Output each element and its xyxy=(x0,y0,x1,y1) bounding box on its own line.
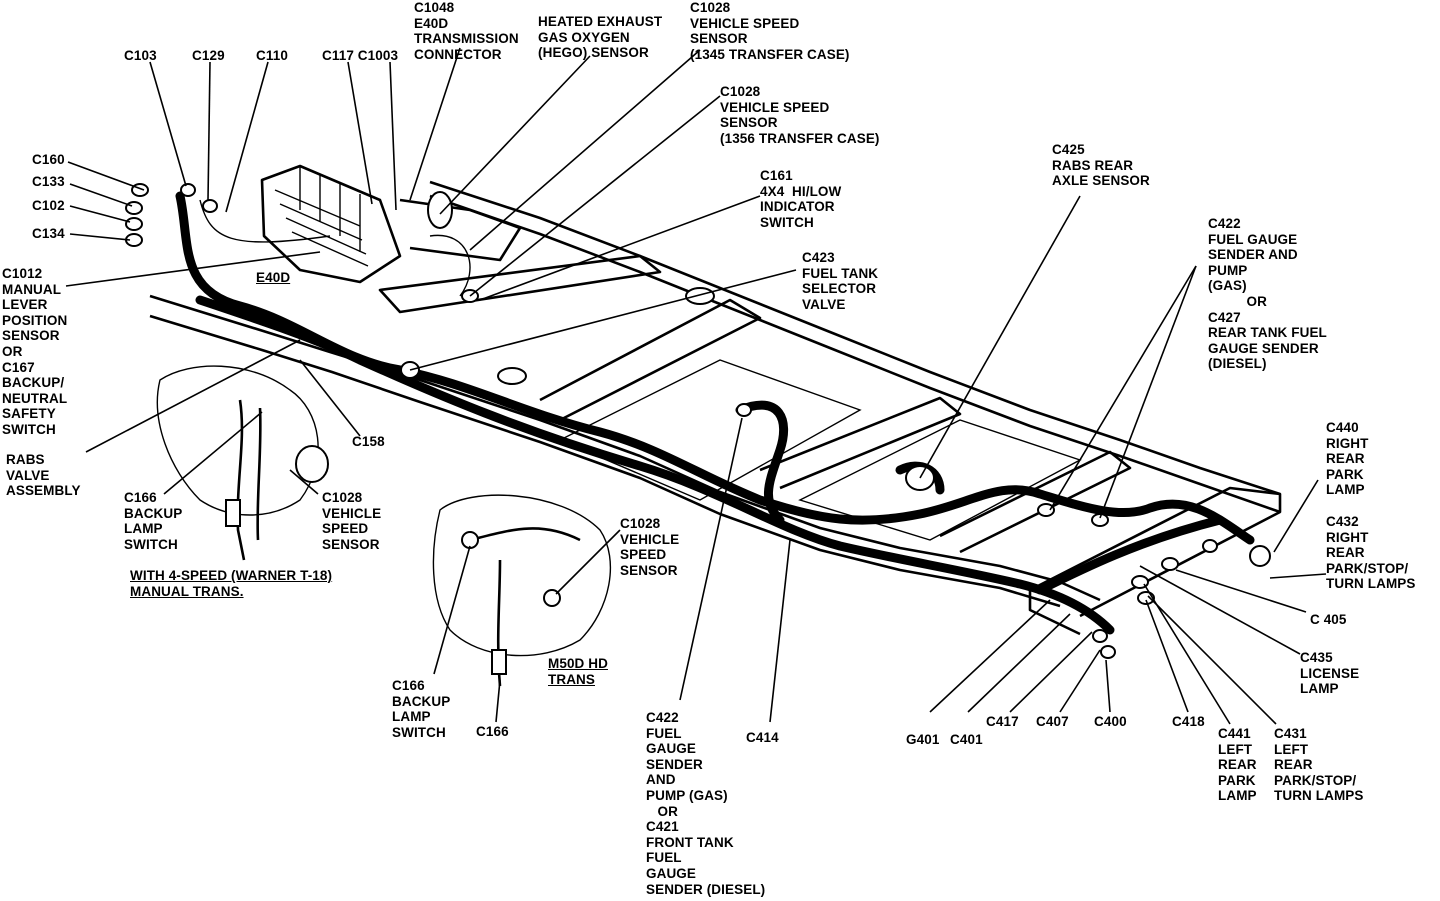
label-c1048: C1048 E40D TRANSMISSION CONNECTOR xyxy=(414,0,519,62)
label-c418: C418 xyxy=(1172,714,1205,729)
label-c401: C401 xyxy=(950,732,983,747)
label-c1012: C1012 MANUAL LEVER POSITION SENSOR OR C1… xyxy=(2,266,68,437)
label-c1028-1345: C1028 VEHICLE SPEED SENSOR (1345 TRANSFE… xyxy=(690,0,850,62)
label-c423: C423 FUEL TANK SELECTOR VALVE xyxy=(802,250,879,312)
label-hego-sensor: HEATED EXHAUST GAS OXYGEN (HEGO) SENSOR xyxy=(538,14,663,61)
label-c160: C160 xyxy=(32,152,65,167)
label-c407: C407 xyxy=(1036,714,1069,729)
label-c417: C417 xyxy=(986,714,1019,729)
label-c405: C 405 xyxy=(1310,612,1347,627)
label-rabs-valve: RABS VALVE ASSEMBLY xyxy=(6,452,81,499)
label-c133: C133 xyxy=(32,174,65,189)
label-c422-front: C422 FUEL GAUGE SENDER AND PUMP (GAS) OR… xyxy=(646,710,766,897)
label-c441: C441 LEFT REAR PARK LAMP xyxy=(1218,726,1257,804)
leader-lines xyxy=(65,47,1327,725)
label-m50d-trans: M50D HD TRANS xyxy=(548,656,608,687)
label-c432: C432 RIGHT REAR PARK/STOP/ TURN LAMPS xyxy=(1326,514,1416,592)
label-c1028-vss-1: C1028 VEHICLE SPEED SENSOR xyxy=(322,490,382,552)
label-c400: C400 xyxy=(1094,714,1127,729)
label-c117-c1003: C117 C1003 xyxy=(322,48,399,63)
inset-warner-t18 xyxy=(156,365,329,561)
label-c166: C166 xyxy=(476,724,509,739)
label-c161: C161 4X4 HI/LOW INDICATOR SWITCH xyxy=(760,168,842,230)
label-c414: C414 xyxy=(746,730,779,745)
label-c1028-1356: C1028 VEHICLE SPEED SENSOR (1356 TRANSFE… xyxy=(720,84,880,146)
e40d-transmission xyxy=(260,164,522,284)
label-c1028-vss-2: C1028 VEHICLE SPEED SENSOR xyxy=(620,516,680,578)
frame-rails xyxy=(149,180,1282,636)
inset-m50d xyxy=(432,494,612,687)
label-c431: C431 LEFT REAR PARK/STOP/ TURN LAMPS xyxy=(1274,726,1364,804)
label-c435: C435 LICENSE LAMP xyxy=(1300,650,1360,697)
label-c425: C425 RABS REAR AXLE SENSOR xyxy=(1052,142,1150,189)
label-c166-backup-1: C166 BACKUP LAMP SWITCH xyxy=(124,490,183,552)
label-c166-backup-2: C166 BACKUP LAMP SWITCH xyxy=(392,678,451,740)
label-warner-t18: WITH 4-SPEED (WARNER T-18) MANUAL TRANS. xyxy=(130,568,333,599)
label-e40d: E40D xyxy=(256,270,291,285)
label-c422-rear: C422 FUEL GAUGE SENDER AND PUMP (GAS) OR… xyxy=(1208,216,1327,372)
label-c129: C129 xyxy=(192,48,225,63)
label-c440: C440 RIGHT REAR PARK LAMP xyxy=(1326,420,1369,498)
label-c134: C134 xyxy=(32,226,65,241)
label-c110: C110 xyxy=(256,48,288,63)
label-c102: C102 xyxy=(32,198,65,213)
label-g401: G401 xyxy=(906,732,940,747)
label-c158: C158 xyxy=(352,434,385,449)
label-c103: C103 xyxy=(124,48,157,63)
